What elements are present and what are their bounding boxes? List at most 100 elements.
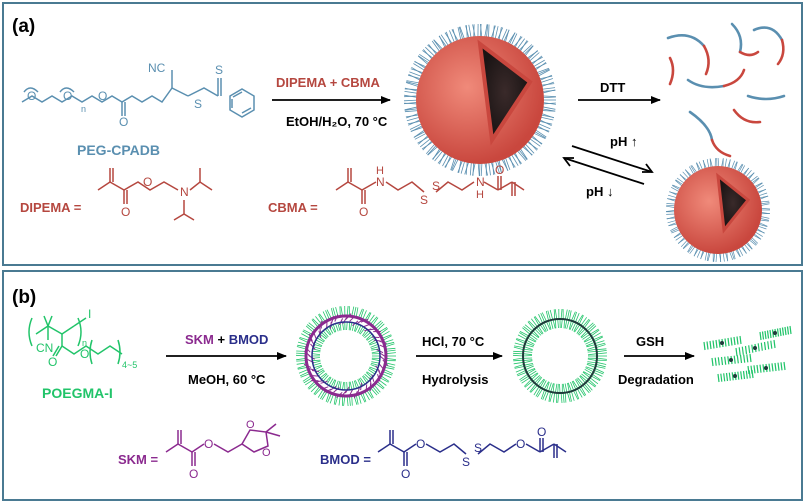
corona-chain xyxy=(519,373,529,381)
corona-chain xyxy=(297,366,308,370)
corona-chain xyxy=(385,357,396,360)
micelle-small xyxy=(665,157,771,263)
corona-chain xyxy=(311,319,319,328)
corona-chain xyxy=(314,365,323,371)
fragment-bristle xyxy=(733,336,736,346)
fragment-bristle xyxy=(777,362,780,371)
corona-chain xyxy=(318,314,324,324)
corona-chain xyxy=(523,348,533,351)
corona-chain xyxy=(364,332,371,339)
corona-chain xyxy=(549,392,554,403)
corona-chain xyxy=(302,375,312,382)
reagents-b: SKM + BMOD xyxy=(185,332,268,347)
fragment-bristle xyxy=(720,356,724,366)
corona-chain xyxy=(317,388,324,398)
cbma-o2: O xyxy=(495,163,504,177)
corona-chain xyxy=(362,392,367,402)
corona-chain xyxy=(371,317,379,327)
corona-chain xyxy=(588,379,597,387)
corona-chain xyxy=(380,375,390,382)
corona-chain xyxy=(332,307,337,318)
corona-chain xyxy=(313,385,321,395)
corona-chain xyxy=(330,325,336,333)
fragment-bristle xyxy=(736,336,739,345)
corona-chain xyxy=(595,366,606,369)
corona-chain xyxy=(544,391,549,401)
corona-chain xyxy=(553,309,556,320)
corona-chain xyxy=(367,369,376,375)
fragment-bristle xyxy=(751,344,754,353)
corona-chain xyxy=(537,378,545,387)
dipema-label: DIPEMA = xyxy=(20,200,82,215)
fragment-bristle xyxy=(744,345,748,355)
corona-chain xyxy=(570,381,574,391)
corona-chain xyxy=(575,312,580,323)
corona-chain xyxy=(567,382,572,392)
corona-chain xyxy=(542,390,547,400)
corona-chain xyxy=(368,339,377,345)
corona-chain xyxy=(384,341,395,346)
corona-chain xyxy=(325,310,330,320)
corona-chain xyxy=(564,392,567,403)
fragment-bristle xyxy=(717,373,720,383)
corona-chain xyxy=(321,373,328,380)
corona-chain xyxy=(349,381,353,390)
peg-o3: O xyxy=(98,89,107,103)
corona-chain xyxy=(369,341,378,346)
corona-chain xyxy=(582,371,591,379)
reagent-skm: SKM xyxy=(185,332,214,347)
corona-chain xyxy=(346,321,348,331)
corona-chain xyxy=(533,386,540,396)
fragment-bristle xyxy=(771,363,774,372)
corona-chain xyxy=(299,338,309,343)
dipema-o2: O xyxy=(121,205,130,219)
corona-chain xyxy=(575,389,580,400)
corona-chain xyxy=(322,311,328,321)
corona-chain xyxy=(328,378,334,386)
corona-chain xyxy=(514,345,525,348)
corona-chain xyxy=(587,361,597,364)
fragment-bristle xyxy=(746,354,749,363)
fragment-bristle xyxy=(789,325,792,335)
fragment-bristle xyxy=(712,340,715,349)
corona-chain xyxy=(381,373,392,379)
corona-chain xyxy=(534,315,542,325)
corona-chain xyxy=(368,388,374,398)
fragment-end xyxy=(753,346,757,350)
dipema-structure xyxy=(97,168,213,221)
corona-chain xyxy=(307,381,316,389)
skm-o3: O xyxy=(246,419,255,431)
corona-chain xyxy=(521,377,531,384)
corona-chain xyxy=(584,337,593,343)
corona-chain xyxy=(358,308,363,319)
corona-chain xyxy=(381,334,392,339)
corona-chain xyxy=(595,342,606,346)
corona-chain xyxy=(326,309,332,319)
corona-chain xyxy=(322,374,329,382)
fragment-bristle xyxy=(786,326,790,335)
corona-chain xyxy=(562,383,565,393)
corona-chain xyxy=(595,344,606,348)
corona-chain xyxy=(567,382,570,392)
reagents-a: DIPEMA + CBMA xyxy=(276,75,380,90)
ph-down: pH ↓ xyxy=(586,184,613,199)
corona-chain xyxy=(595,364,606,368)
corona-chain xyxy=(362,310,367,320)
crosslink xyxy=(333,387,340,393)
fragment-bristle xyxy=(767,341,770,350)
corona-chain xyxy=(591,373,601,381)
corona-chain xyxy=(371,350,380,354)
fragment-end xyxy=(764,366,768,370)
corona-chain xyxy=(580,386,587,396)
corona-chain xyxy=(318,313,326,322)
fragment-bristle xyxy=(717,357,720,366)
corona-chain xyxy=(371,361,380,364)
corona-chain xyxy=(316,369,325,375)
corona-chain xyxy=(335,323,339,332)
corona-chain xyxy=(308,382,317,390)
corona-chain xyxy=(314,387,322,396)
corona-chain xyxy=(576,388,583,398)
corona-chain xyxy=(575,379,581,388)
corona-chain xyxy=(315,339,324,345)
corona-chain xyxy=(513,352,524,355)
